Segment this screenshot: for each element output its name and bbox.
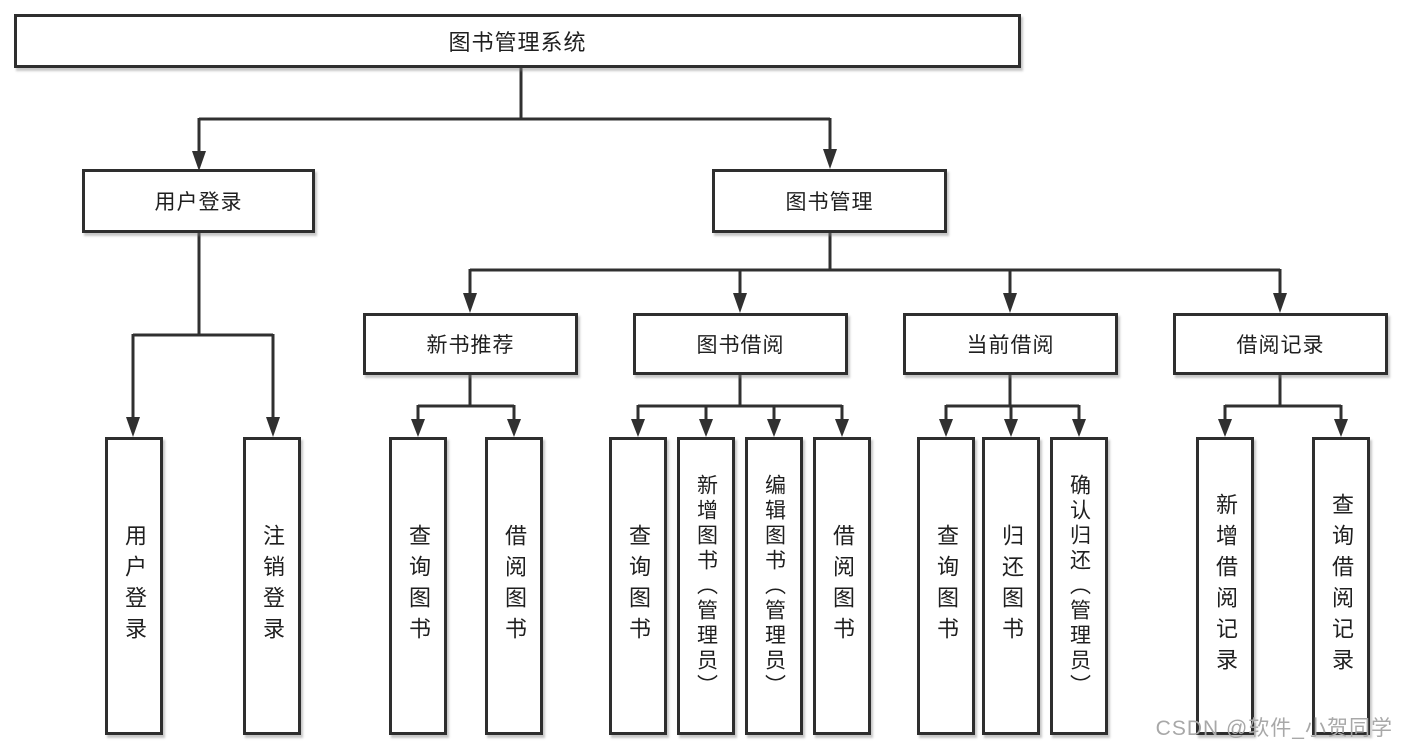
node-user-login: 用户登录 bbox=[82, 169, 315, 233]
node-label: 图书借阅 bbox=[696, 334, 785, 357]
node-book-borrow: 图书借阅 bbox=[633, 313, 848, 375]
leaf-add-borrow-record: 新增借阅记录 bbox=[1196, 437, 1254, 735]
leaf-query-borrow-record: 查询借阅记录 bbox=[1312, 437, 1370, 735]
node-label: 确认归还（管理员） bbox=[1067, 473, 1091, 699]
arrowheads bbox=[126, 149, 1348, 437]
node-label: 查询图书 bbox=[934, 524, 959, 648]
leaf-query-book-recommend: 查询图书 bbox=[389, 437, 447, 735]
node-label: 查询图书 bbox=[626, 524, 651, 648]
node-borrow-records: 借阅记录 bbox=[1173, 313, 1388, 375]
node-new-book-recommend: 新书推荐 bbox=[363, 313, 578, 375]
node-label: 用户登录 bbox=[122, 524, 147, 648]
leaf-borrow-book: 借阅图书 bbox=[813, 437, 871, 735]
node-label: 借阅图书 bbox=[830, 524, 855, 648]
csdn-watermark: CSDN @软件_小贺同学 bbox=[1155, 717, 1393, 740]
leaf-confirm-return-admin: 确认归还（管理员） bbox=[1050, 437, 1108, 735]
leaf-edit-book-admin: 编辑图书（管理员） bbox=[745, 437, 803, 735]
node-label: 图书管理系统 bbox=[448, 30, 587, 55]
node-label: 借阅记录 bbox=[1236, 334, 1325, 357]
node-label: 用户登录 bbox=[154, 191, 243, 214]
node-label: 图书管理 bbox=[785, 191, 874, 214]
leaf-borrow-book-recommend: 借阅图书 bbox=[485, 437, 543, 735]
node-label: 归还图书 bbox=[999, 524, 1024, 648]
node-book-management: 图书管理 bbox=[712, 169, 947, 233]
node-label: 编辑图书（管理员） bbox=[762, 473, 786, 699]
node-label: 借阅图书 bbox=[502, 524, 527, 648]
node-label: 新增图书（管理员） bbox=[694, 473, 718, 699]
node-label: 当前借阅 bbox=[966, 334, 1055, 357]
leaf-logout: 注销登录 bbox=[243, 437, 301, 735]
node-library-management-system: 图书管理系统 bbox=[14, 14, 1021, 68]
node-label: 新增借阅记录 bbox=[1213, 493, 1238, 679]
node-current-borrow: 当前借阅 bbox=[903, 313, 1118, 375]
node-label: 新书推荐 bbox=[426, 334, 515, 357]
node-label: 注销登录 bbox=[260, 524, 285, 648]
leaf-return-book: 归还图书 bbox=[982, 437, 1040, 735]
leaf-query-book-current: 查询图书 bbox=[917, 437, 975, 735]
leaf-user-login: 用户登录 bbox=[105, 437, 163, 735]
node-label: 查询图书 bbox=[406, 524, 431, 648]
connector-strokes bbox=[131, 66, 1343, 420]
leaf-add-book-admin: 新增图书（管理员） bbox=[677, 437, 735, 735]
leaf-query-book-borrow: 查询图书 bbox=[609, 437, 667, 735]
node-label: 查询借阅记录 bbox=[1329, 493, 1354, 679]
